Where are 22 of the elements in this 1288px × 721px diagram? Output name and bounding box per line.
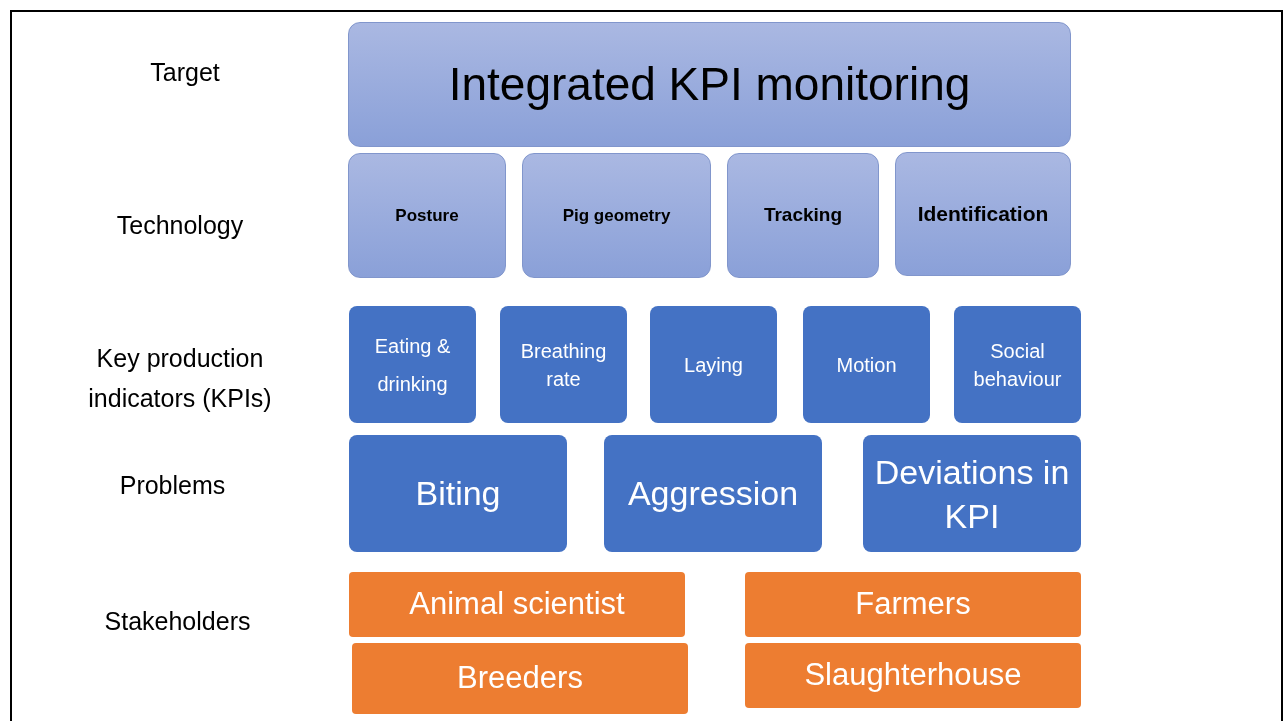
label-box: Tracking [727,153,879,278]
label-box: Deviations in KPI [863,435,1081,552]
label-box: Slaughterhouse [745,643,1081,708]
label-box: Biting [349,435,567,552]
label-box: Breeders [352,643,688,714]
label-box: Posture [348,153,506,278]
label-box: Pig geometry [522,153,711,278]
label-box: Eating & drinking [349,306,476,423]
row-label: Problems [119,470,226,501]
row-label: Key production indicators (KPIs) [87,343,273,414]
row-label: Technology [116,210,244,241]
row-label: Target [150,57,220,88]
label-box: Identification [895,152,1071,276]
label-box: Farmers [745,572,1081,637]
row-label: Stakeholders [104,606,251,637]
label-box: Animal scientist [349,572,685,637]
label-box: Aggression [604,435,822,552]
label-box: Social behaviour [954,306,1081,423]
label-box: Motion [803,306,930,423]
label-box: Breathing rate [500,306,627,423]
label-box: Integrated KPI monitoring [348,22,1071,147]
label-box: Laying [650,306,777,423]
